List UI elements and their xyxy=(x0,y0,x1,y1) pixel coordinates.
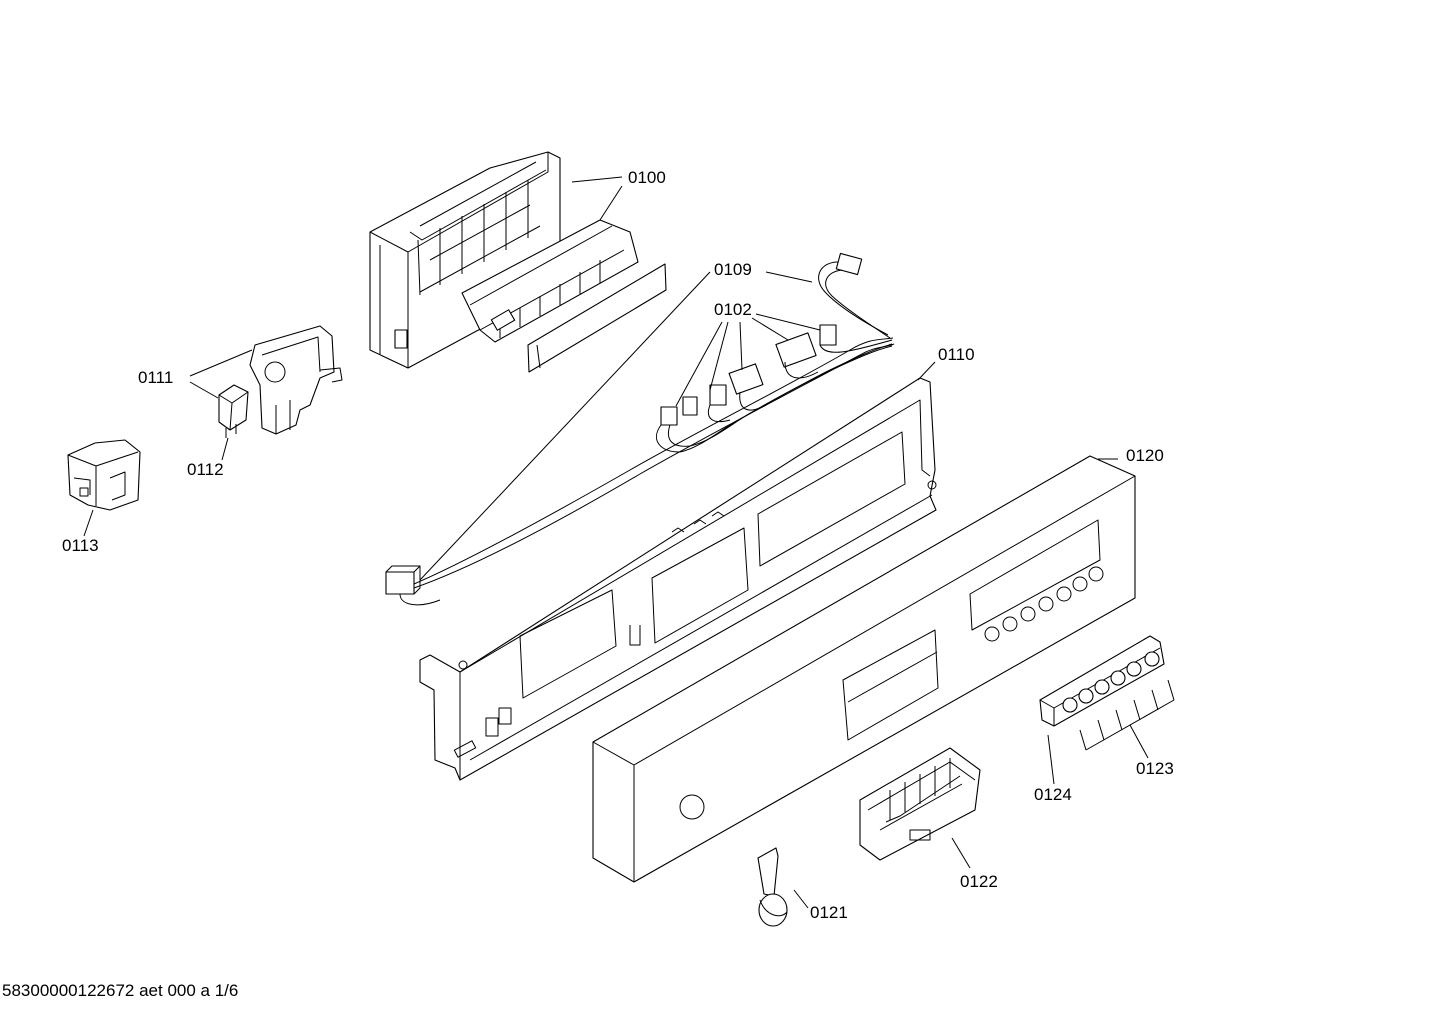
label-0109: 0109 xyxy=(714,260,752,279)
part-0111-switch-unit xyxy=(249,325,343,435)
label-0110: 0110 xyxy=(938,345,975,364)
label-0120: 0120 xyxy=(1126,446,1164,465)
part-0122-handle-insert xyxy=(859,747,981,861)
label-0123: 0123 xyxy=(1136,759,1174,778)
leader-lines xyxy=(83,176,1175,909)
label-0124: 0124 xyxy=(1034,785,1072,804)
label-0121: 0121 xyxy=(810,903,848,922)
label-0100: 0100 xyxy=(628,168,666,187)
part-0112-small-component xyxy=(218,384,249,438)
part-0121-lever-knob xyxy=(757,847,788,927)
label-0113: 0113 xyxy=(62,536,99,555)
part-0109-cable-harness xyxy=(385,252,895,606)
part-0100-control-module xyxy=(369,151,667,373)
part-0113-switch-assembly xyxy=(67,439,141,511)
part-0102-connectors xyxy=(656,324,893,453)
part-0123-buttons xyxy=(1062,651,1160,713)
label-0112: 0112 xyxy=(187,460,224,479)
part-0120-front-facia xyxy=(592,455,1136,883)
label-0111: 0111 xyxy=(138,368,173,387)
part-0110-inner-panel xyxy=(419,377,937,781)
label-0122: 0122 xyxy=(960,872,998,891)
document-id-footer: 58300000122672 aet 000 a 1/6 xyxy=(2,981,239,1000)
label-0102: 0102 xyxy=(714,300,752,319)
